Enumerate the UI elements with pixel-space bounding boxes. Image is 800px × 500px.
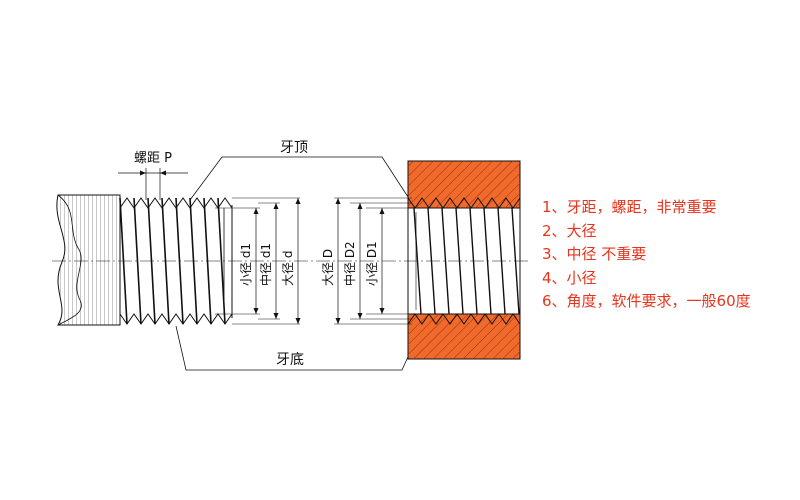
bolt: [56, 194, 233, 326]
crest-leader: 牙顶: [189, 140, 411, 201]
note-item: 1、牙距，螺距，非常重要: [542, 198, 717, 216]
bolt-pitch-dia-label: 中径 d1: [258, 243, 273, 286]
nut-thread-line: [427, 207, 436, 315]
bolt-dimensions: 小径 d1 中径 d1 大径 d: [215, 197, 301, 325]
nut-thread-line: [469, 207, 478, 315]
bolt-minor-dia-label: 小径 d1: [239, 243, 253, 286]
nut-thread-line: [497, 207, 506, 315]
bolt-major-dia-label: 大径 d: [281, 251, 295, 286]
nut-dimensions: 大径 D 中径 D2 小径 D1: [321, 197, 412, 325]
note-item: 3、中径 不重要: [542, 245, 647, 263]
bolt-thread-line: [133, 197, 142, 325]
notes-list: 1、牙距，螺距，非常重要 2、大径 3、中径 不重要 4、小径 6、角度，软件要…: [542, 196, 751, 314]
nut-thread-line: [511, 207, 520, 315]
nut-threads: [407, 197, 521, 325]
bolt-break-line: [57, 194, 82, 326]
nut-pitch-dia-label: 中径 D2: [342, 241, 357, 286]
nut: [407, 160, 521, 360]
note-item: 2、大径: [542, 221, 597, 240]
nut-minor-dia-label: 小径 D1: [365, 241, 379, 286]
pitch-label: 螺距 P: [134, 151, 172, 166]
root-leader: 牙底: [175, 325, 423, 371]
nut-thread-line: [455, 207, 464, 315]
note-item: 4、小径: [542, 268, 597, 287]
bolt-shank: [56, 194, 121, 326]
root-label: 牙底: [276, 352, 304, 368]
nut-major-dia-label: 大径 D: [321, 249, 335, 286]
crest-label: 牙顶: [280, 140, 308, 156]
note-item: 6、角度，软件要求，一般60度: [542, 292, 751, 310]
nut-thread-line: [441, 207, 450, 315]
nut-thread-line: [483, 207, 492, 315]
pitch-dimension: 螺距 P: [118, 151, 188, 200]
nut-thread-line: [413, 207, 422, 315]
